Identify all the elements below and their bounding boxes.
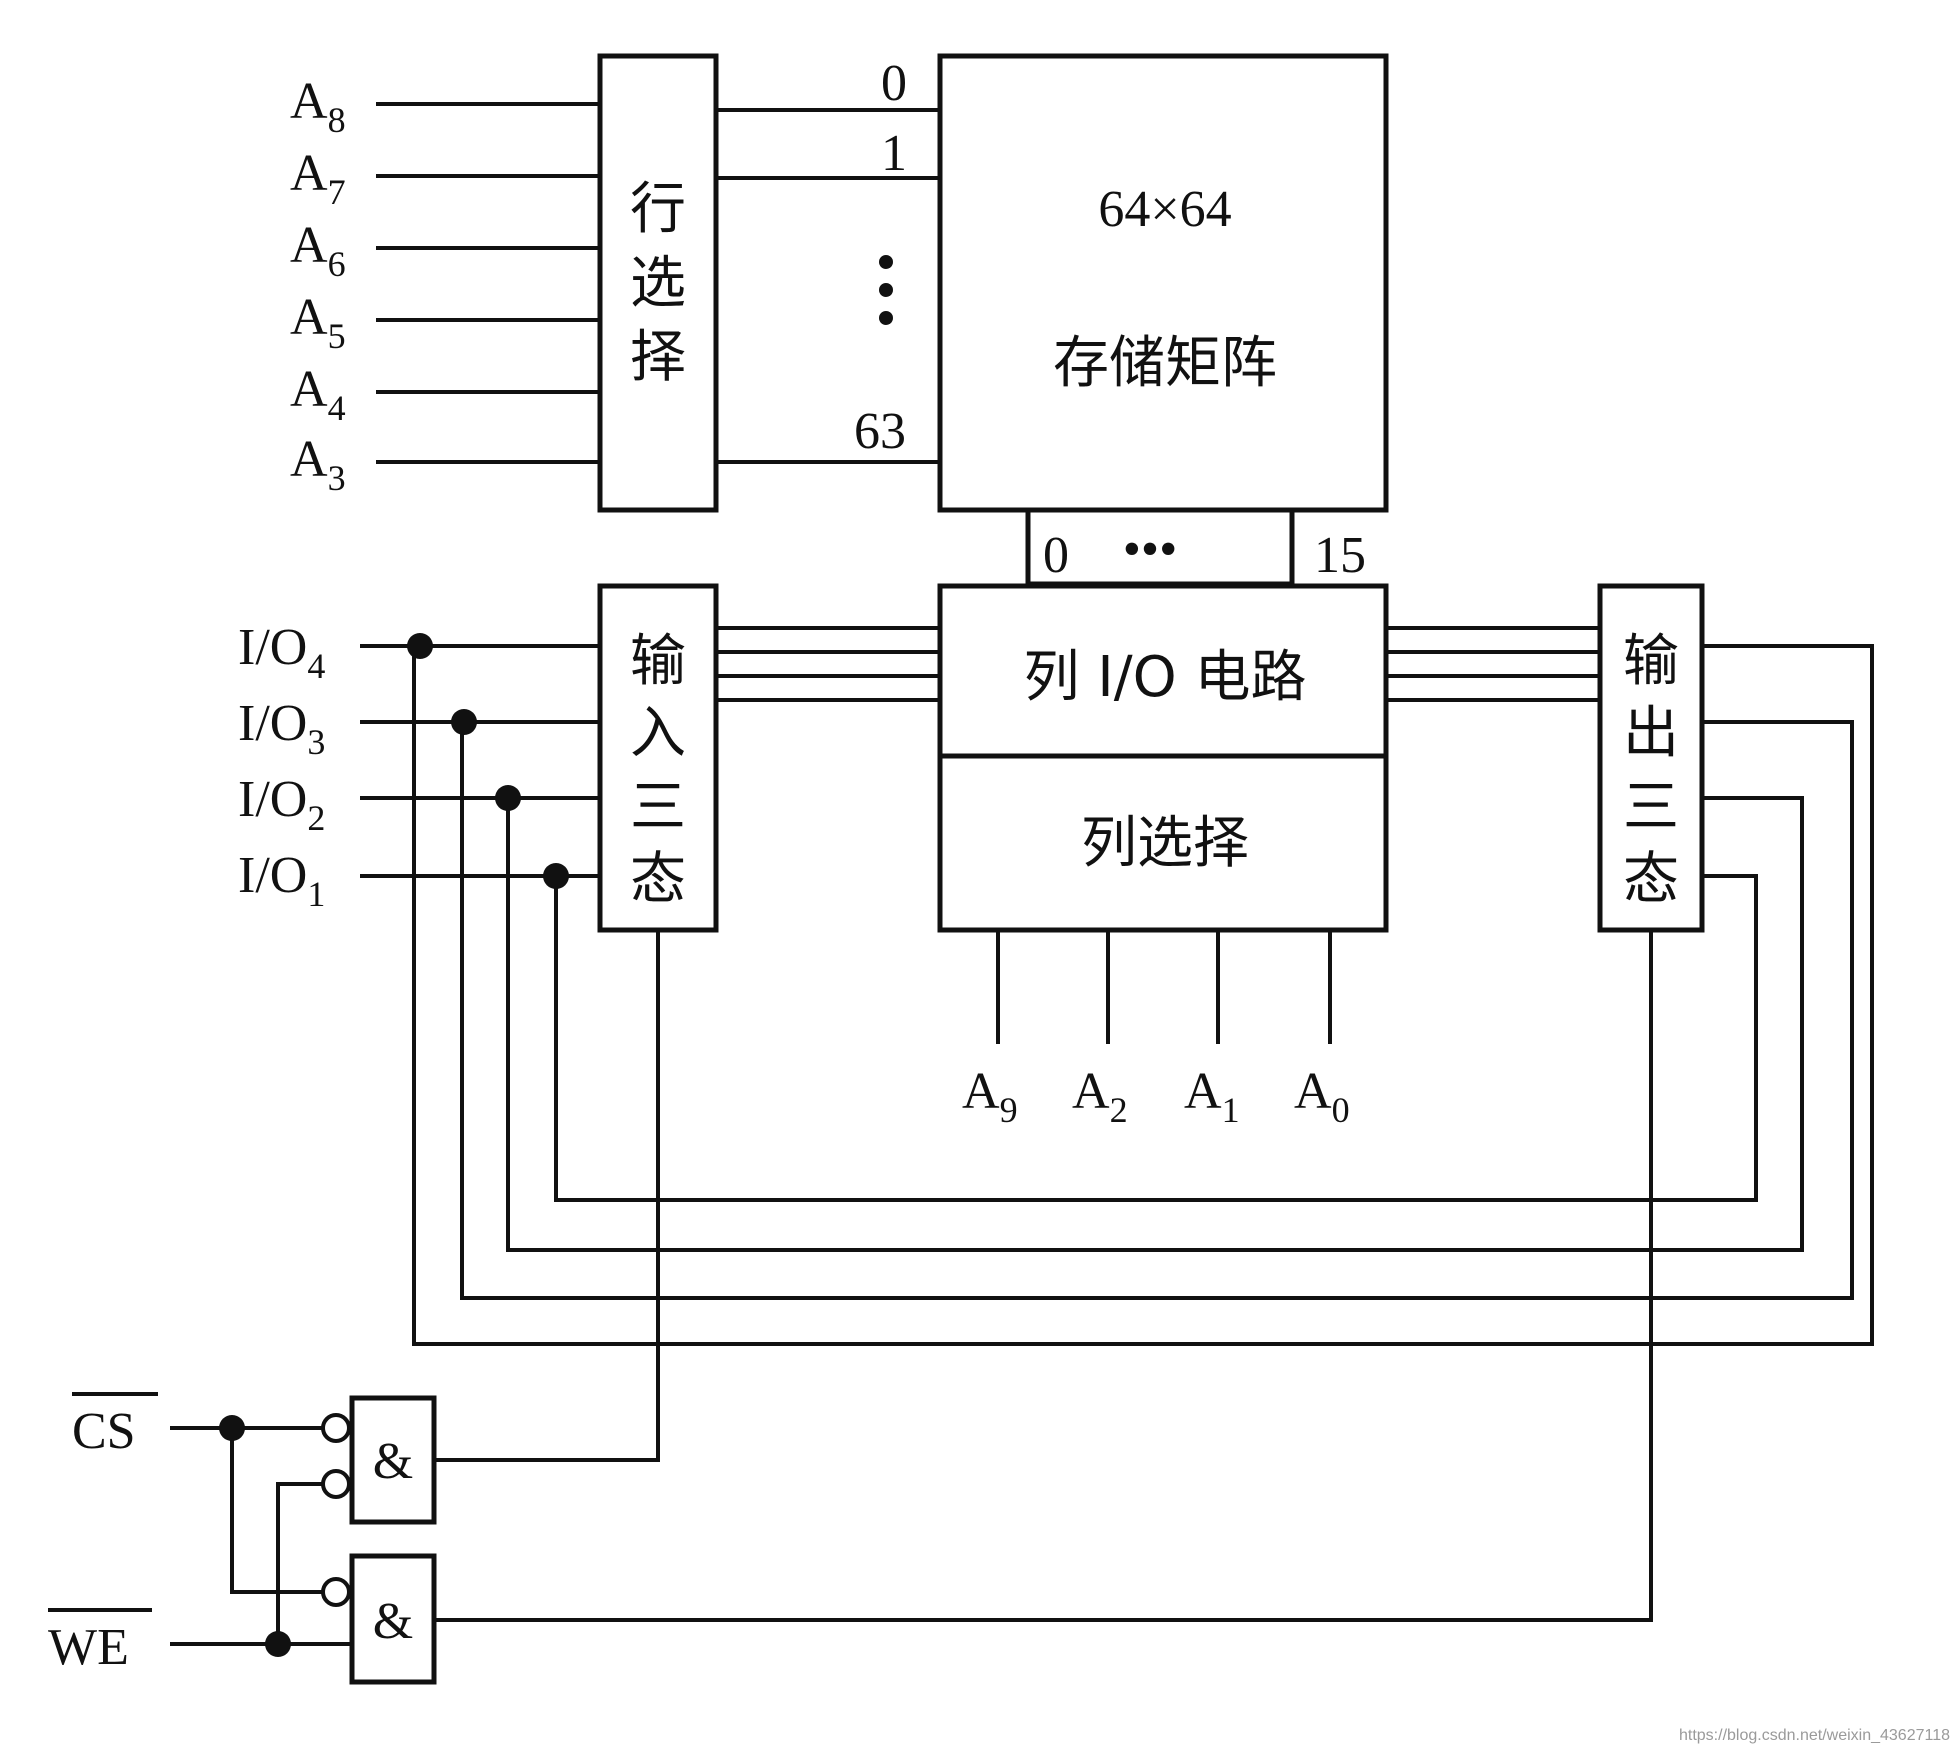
input-bus-wires xyxy=(714,626,942,702)
row-number-0: 0 xyxy=(881,55,907,112)
column-number-0: 0 xyxy=(1043,527,1069,584)
address-a4-base: A xyxy=(290,361,328,418)
input-tristate-char-2: 入 xyxy=(630,701,686,766)
row-number-1: 1 xyxy=(881,125,907,182)
io3-sub: 3 xyxy=(307,722,325,762)
io2-sub: 2 xyxy=(307,798,325,838)
address-a0-base: A xyxy=(1294,1063,1332,1120)
address-label-a4: A4 xyxy=(290,361,346,428)
io-label-3: I/O3 xyxy=(238,695,325,762)
control-wires xyxy=(170,928,1653,1646)
address-a2-sub: 2 xyxy=(1110,1090,1128,1130)
output-bus-wires xyxy=(1384,626,1602,702)
io2-base: I/O xyxy=(238,771,307,828)
address-a3-sub: 3 xyxy=(328,458,346,498)
address-a5-sub: 5 xyxy=(328,316,346,356)
and-gate-upper-symbol: & xyxy=(373,1433,413,1490)
column-select-label: 列选择 xyxy=(1081,811,1249,876)
column-address-labels: A9 A2 A1 A0 xyxy=(962,1063,1350,1130)
column-address-wires xyxy=(996,928,1332,1044)
address-a2-base: A xyxy=(1072,1063,1110,1120)
address-a6-base: A xyxy=(290,217,328,274)
row-continuation-dots xyxy=(879,255,893,325)
address-a9-base: A xyxy=(962,1063,1000,1120)
address-a7-base: A xyxy=(290,145,328,202)
address-a3-base: A xyxy=(290,431,328,488)
address-a7-sub: 7 xyxy=(328,172,346,212)
io1-base: I/O xyxy=(238,847,307,904)
output-tristate-char-2: 出 xyxy=(1623,701,1679,766)
matrix-size-label: 64×64 xyxy=(1098,181,1231,238)
io-labels: I/O4 I/O3 I/O2 I/O1 xyxy=(238,619,325,914)
io-label-4: I/O4 xyxy=(238,619,325,686)
column-number-dots: ••• xyxy=(1123,521,1178,578)
input-tristate-char-3: 三 xyxy=(630,775,686,840)
address-a9-sub: 9 xyxy=(1000,1090,1018,1130)
input-tristate-char-1: 输 xyxy=(630,629,686,694)
io-lines xyxy=(360,644,602,878)
address-a8-base: A xyxy=(290,73,328,130)
and-gate-read-enable xyxy=(349,1553,437,1685)
io-feedback-wires xyxy=(412,644,1874,1346)
output-tristate-char-1: 输 xyxy=(1623,629,1679,694)
and-gate-lower-symbol: & xyxy=(373,1593,413,1650)
address-a0-sub: 0 xyxy=(1332,1090,1350,1130)
io-label-1: I/O1 xyxy=(238,847,325,914)
address-label-a6: A6 xyxy=(290,217,346,284)
address-label-a5: A5 xyxy=(290,289,346,356)
address-label-a2: A2 xyxy=(1072,1063,1128,1130)
address-label-a7: A7 xyxy=(290,145,346,212)
address-a8-sub: 8 xyxy=(328,100,346,140)
address-a6-sub: 6 xyxy=(328,244,346,284)
address-label-a3: A3 xyxy=(290,431,346,498)
row-select-char-2: 选 xyxy=(630,251,686,316)
cs-label: CS xyxy=(72,1403,136,1460)
input-tristate-char-4: 态 xyxy=(630,847,686,912)
output-tristate-char-4: 态 xyxy=(1623,847,1679,912)
and-gate-write-enable xyxy=(349,1395,437,1525)
io-label-2: I/O2 xyxy=(238,771,325,838)
we-label: WE xyxy=(48,1619,129,1676)
control-junction-dots xyxy=(219,1415,291,1657)
row-address-labels: A8 A7 A6 A5 A4 A3 xyxy=(290,73,346,498)
storage-matrix-block xyxy=(937,53,1389,513)
row-address-wires xyxy=(376,102,602,464)
matrix-label: 存储矩阵 xyxy=(1053,331,1277,396)
address-label-a8: A8 xyxy=(290,73,346,140)
inverter-bubble-we-upper xyxy=(321,1469,351,1499)
row-select-char-3: 择 xyxy=(630,325,686,390)
address-label-a9: A9 xyxy=(962,1063,1018,1130)
address-a1-sub: 1 xyxy=(1222,1090,1240,1130)
inverter-bubble-cs-upper xyxy=(321,1413,351,1443)
column-number-15: 15 xyxy=(1314,527,1366,584)
row-select-block xyxy=(597,53,719,513)
io3-base: I/O xyxy=(238,695,307,752)
io4-base: I/O xyxy=(238,619,307,676)
row-output-wires xyxy=(714,108,942,464)
inverter-bubble-cs-lower xyxy=(321,1577,351,1607)
io1-sub: 1 xyxy=(307,874,325,914)
address-a1-base: A xyxy=(1184,1063,1222,1120)
address-a5-base: A xyxy=(290,289,328,346)
row-number-63: 63 xyxy=(854,403,906,460)
column-io-label: 列 I/O 电路 xyxy=(1023,645,1306,710)
column-select-block xyxy=(937,753,1389,933)
address-label-a0: A0 xyxy=(1294,1063,1350,1130)
row-select-char-1: 行 xyxy=(630,177,686,242)
address-label-a1: A1 xyxy=(1184,1063,1240,1130)
address-a4-sub: 4 xyxy=(328,388,346,428)
watermark: https://blog.csdn.net/weixin_43627118 xyxy=(1679,1727,1950,1744)
output-tristate-char-3: 三 xyxy=(1623,775,1679,840)
io4-sub: 4 xyxy=(307,646,325,686)
io-junction-dots xyxy=(407,633,569,889)
